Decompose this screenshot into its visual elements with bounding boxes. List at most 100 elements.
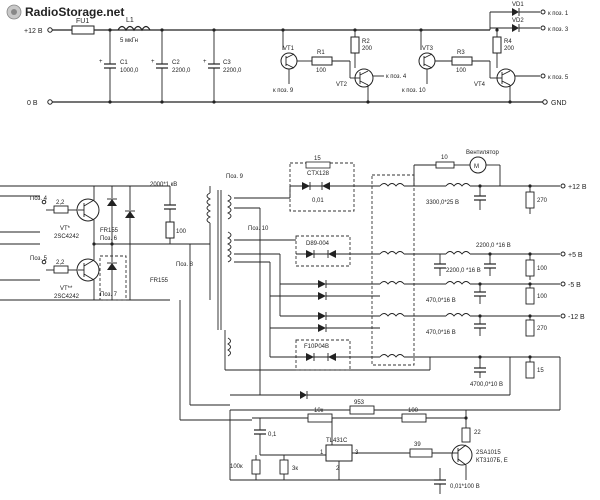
fuse-fu1: FU1 [71, 18, 95, 35]
svg-text:100: 100 [537, 266, 548, 272]
svg-text:FR155: FR155 [150, 278, 169, 284]
svg-text:Поз. 7: Поз. 7 [100, 292, 118, 298]
svg-text:200: 200 [504, 46, 515, 52]
svg-text:10к: 10к [314, 408, 324, 414]
svg-text:100: 100 [176, 229, 187, 235]
svg-text:2,2: 2,2 [56, 260, 65, 266]
input-capacitors: + C1 1000,0 + C2 2200,0 + C3 2200,0 [99, 28, 242, 104]
top-rail-plus12: +12 В [24, 27, 490, 35]
svg-text:Поз. 10: Поз. 10 [248, 226, 269, 232]
svg-text:к поз. 4: к поз. 4 [386, 74, 407, 80]
svg-text:C2: C2 [172, 60, 180, 66]
svg-text:270: 270 [537, 326, 548, 332]
driver-stage-1: VT1 к поз. 9 R1 100 R2 200 VT2 к поз. 4 [273, 28, 407, 104]
svg-text:0,01*100 В: 0,01*100 В [450, 484, 480, 490]
capacitor-c3: + C3 2200,0 [203, 28, 242, 104]
cooling-fan: 10 M Вентилятор [413, 150, 501, 186]
svg-text:100: 100 [456, 68, 467, 74]
svg-text:2SA1015: 2SA1015 [476, 450, 501, 456]
rectifier-ctx128: 15 CTX128 0,01 [289, 156, 355, 212]
svg-text:Поз. 6: Поз. 6 [100, 236, 118, 242]
rectifier-f10: F10P04B [295, 339, 351, 371]
svg-text:L1: L1 [126, 17, 134, 24]
power-stage: Поз. 4 2,2 VT* 2SC4242 FR155 Поз. 6 Поз.… [0, 185, 170, 301]
svg-text:+: + [203, 59, 207, 65]
svg-text:1: 1 [320, 450, 324, 456]
svg-text:22: 22 [474, 430, 481, 436]
rail-zero-label: 0 В [27, 100, 38, 107]
svg-text:-12 В: -12 В [568, 314, 585, 321]
rail-plus12-label: +12 В [24, 28, 43, 35]
inductor-l1: L1 5 мкГн [117, 17, 151, 44]
svg-text:2200,0: 2200,0 [172, 68, 191, 74]
svg-text:15: 15 [537, 368, 544, 374]
svg-text:C3: C3 [223, 60, 231, 66]
vt1-label: VT1 [283, 46, 295, 52]
svg-text:VT2: VT2 [336, 82, 348, 88]
rail-gnd-label: GND [551, 100, 567, 107]
svg-text:100к: 100к [230, 464, 243, 470]
svg-text:VD2: VD2 [512, 18, 524, 24]
svg-text:к поз. 5: к поз. 5 [548, 75, 569, 81]
svg-text:R2: R2 [362, 39, 370, 45]
svg-text:100: 100 [316, 68, 327, 74]
snubber-network: 2000*1 кВ 100 [150, 182, 210, 245]
svg-text:R3: R3 [457, 50, 465, 56]
svg-text:+: + [99, 59, 103, 65]
svg-text:VD1: VD1 [512, 2, 524, 8]
svg-text:к поз. 9: к поз. 9 [273, 88, 294, 94]
svg-text:к поз. 3: к поз. 3 [548, 27, 569, 33]
svg-text:VT**: VT** [60, 286, 73, 292]
svg-text:0,1: 0,1 [268, 432, 277, 438]
capacitor-c2: + C2 2200,0 [151, 28, 191, 104]
rectifier-diodes-neg [318, 280, 327, 332]
svg-text:Поз. 8: Поз. 8 [176, 262, 194, 268]
svg-text:R1: R1 [317, 50, 325, 56]
svg-text:200: 200 [362, 46, 373, 52]
svg-text:+12 В: +12 В [568, 184, 587, 191]
rectifier-d89: D89-004 [295, 235, 351, 267]
svg-text:100: 100 [408, 408, 419, 414]
svg-text:1000,0: 1000,0 [120, 68, 139, 74]
transformer: Поз. 9 Поз. 10 Поз. 8 [176, 174, 430, 371]
svg-text:к поз. 10: к поз. 10 [402, 88, 426, 94]
svg-text:2SC4242: 2SC4242 [54, 234, 80, 240]
svg-text:39: 39 [414, 442, 421, 448]
capacitor-c1: + C1 1000,0 [99, 28, 139, 104]
driver-stage-2: VT3 к поз. 10 R3 100 R4 200 VT4 к поз. 5 [402, 28, 569, 104]
diodes-vd: VD1 к поз. 1 VD2 к поз. 3 [489, 2, 569, 33]
svg-text:КТ3107Б, Е: КТ3107Б, Е [476, 458, 508, 464]
svg-text:15: 15 [314, 156, 321, 162]
watermark-text: RadioStorage.net [25, 5, 124, 19]
svg-text:3к: 3к [292, 466, 298, 472]
svg-text:10: 10 [441, 155, 448, 161]
svg-text:2SC4242: 2SC4242 [54, 294, 80, 300]
feedback-circuit: 953 10к 100 0,1 TL431C 1 2 3 100к 3к [229, 357, 561, 494]
svg-text:4700,0*10 В: 4700,0*10 В [470, 382, 503, 388]
svg-text:470,0*16 В: 470,0*16 В [426, 298, 456, 304]
svg-text:470,0*16 В: 470,0*16 В [426, 330, 456, 336]
svg-text:2200,0: 2200,0 [223, 68, 242, 74]
svg-text:-5 В: -5 В [568, 282, 581, 289]
svg-text:VT*: VT* [60, 226, 71, 232]
svg-text:2200,0 *16 В: 2200,0 *16 В [476, 243, 511, 249]
svg-text:F10P04B: F10P04B [304, 344, 329, 350]
svg-text:Поз. 9: Поз. 9 [226, 174, 244, 180]
top-rail-zero: 0 В GND [27, 99, 567, 107]
svg-text:2200,0 *16 В: 2200,0 *16 В [446, 268, 481, 274]
svg-text:2000*1 кВ: 2000*1 кВ [150, 182, 177, 188]
svg-text:VT4: VT4 [474, 82, 486, 88]
svg-text:0,01: 0,01 [312, 198, 324, 204]
svg-text:Вентилятор: Вентилятор [466, 150, 500, 156]
svg-text:FR155: FR155 [100, 228, 119, 234]
svg-text:953: 953 [354, 400, 365, 406]
connecting-wires [179, 244, 252, 421]
svg-text:+: + [151, 59, 155, 65]
output-rails: +12 В 3300,0*25 В 270 +5 В 2200,0 *16 В … [426, 183, 587, 388]
vt3-label: VT3 [422, 46, 434, 52]
svg-text:Поз. 4: Поз. 4 [30, 196, 48, 202]
svg-text:2,2: 2,2 [56, 200, 65, 206]
svg-text:к поз. 1: к поз. 1 [548, 11, 569, 17]
svg-text:M: M [474, 164, 479, 170]
